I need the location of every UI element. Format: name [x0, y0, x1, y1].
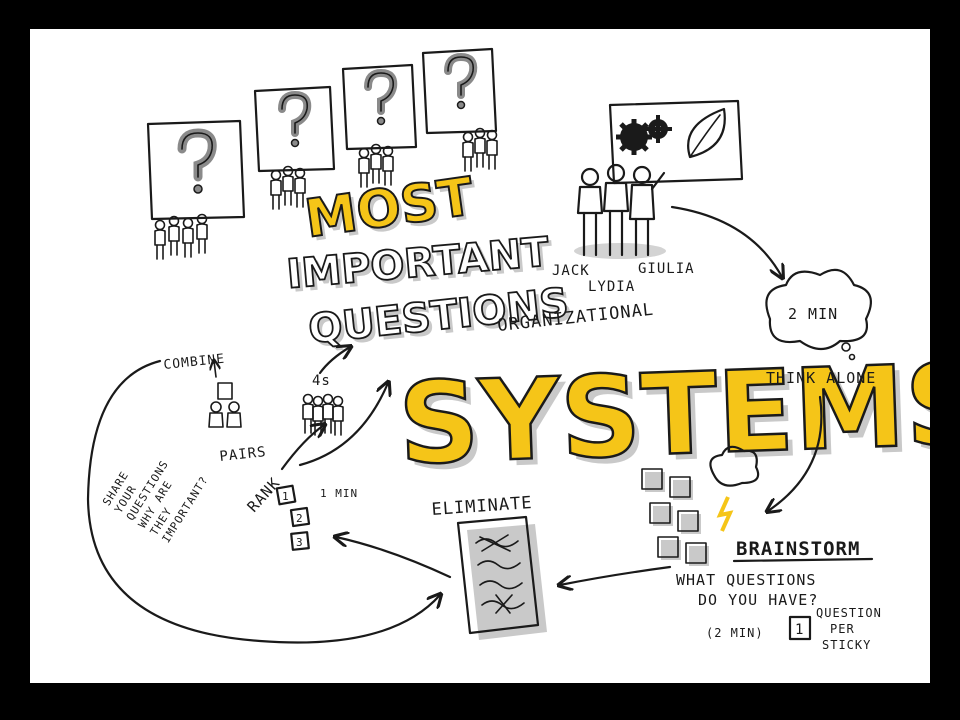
eliminate-label: ELIMINATE: [431, 493, 533, 520]
gears-icon: [616, 115, 672, 155]
person-icon: [602, 163, 630, 257]
sticky-note-icon: [788, 615, 812, 641]
rank-1: 1: [282, 490, 290, 503]
arrow-icon: [318, 347, 350, 375]
question-board-3: [341, 63, 418, 188]
brainstorm-question-2: DO YOU HAVE?: [698, 591, 818, 609]
brainstorm-count: 1: [795, 622, 804, 638]
arrow-icon: [280, 425, 324, 471]
person-icon: [462, 127, 498, 172]
question-board-1: [146, 119, 246, 260]
name-giulia: GIULIA: [638, 261, 695, 277]
share-questions: SHARE YOUR QUESTIONS WHY ARE THEY IMPORT…: [100, 458, 211, 545]
arrow-icon: [768, 395, 823, 511]
document-icon: [456, 515, 540, 635]
person-icon: [270, 165, 306, 210]
question-board-2: [253, 85, 336, 210]
name-jack: JACK: [552, 263, 590, 279]
question-mark-icon: [444, 52, 478, 110]
title-systems: SYSTEMS: [396, 340, 930, 490]
cloud-icon: [709, 445, 760, 487]
brainstorm-time: (2 MIN): [706, 626, 764, 640]
question-mark-icon: [177, 128, 217, 194]
brainstorm-per-2: PER: [830, 622, 855, 636]
person-icon: [302, 393, 344, 436]
brainstorm: BRAINSTORM WHAT QUESTIONS DO YOU HAVE? (…: [676, 538, 882, 652]
person-icon: [208, 401, 242, 428]
cloud-icon: [765, 268, 872, 351]
idea-cloud: [709, 445, 760, 532]
arrow-icon: [298, 383, 388, 467]
think-alone: 2 MIN THINK ALONE: [765, 268, 876, 387]
arrow-icon: [86, 359, 440, 644]
fours-label: 4s: [312, 373, 331, 389]
rank-time: 1 MIN: [320, 487, 358, 500]
person-icon: [154, 213, 208, 260]
arrow-icon: [336, 537, 452, 579]
leaf-icon: [687, 107, 726, 159]
brainstorm-per-3: STICKY: [822, 638, 871, 652]
think-label: THINK ALONE: [766, 369, 876, 387]
combine-label: COMBINE: [163, 352, 226, 373]
headline: MOST MOST IMPORTANT IMPORTANT QUESTIONS …: [284, 166, 575, 357]
pairs: PAIRS COMBINE: [163, 352, 267, 465]
question-mark-icon: [364, 68, 398, 126]
person-icon: [628, 165, 666, 257]
person-icon: [576, 167, 604, 257]
arrow-icon: [560, 565, 672, 585]
brainstorm-per-1: QUESTION: [816, 606, 882, 620]
brainstorm-title: BRAINSTORM: [736, 538, 860, 560]
eliminate: ELIMINATE: [431, 493, 547, 640]
rank-3: 3: [296, 536, 304, 549]
arrow-icon: [670, 205, 782, 277]
lightning-icon: [716, 496, 734, 532]
brainstorm-question-1: WHAT QUESTIONS: [676, 571, 816, 589]
main-title: ORGANIZATIONAL SYSTEMS SYSTEMS: [395, 300, 930, 496]
question-board-4: [421, 47, 498, 172]
sketchnote-canvas: MOST MOST IMPORTANT IMPORTANT QUESTIONS …: [30, 29, 930, 683]
team-people: JACK LYDIA GIULIA: [552, 163, 695, 295]
title-systems-shadow: SYSTEMS: [402, 346, 930, 496]
think-time: 2 MIN: [788, 305, 838, 323]
question-mark-icon: [278, 90, 312, 148]
name-lydia: LYDIA: [588, 279, 635, 295]
pairs-label: PAIRS: [219, 444, 268, 465]
team-board: [608, 99, 744, 185]
fours: 4s: [302, 373, 344, 436]
rank-2: 2: [296, 512, 304, 525]
